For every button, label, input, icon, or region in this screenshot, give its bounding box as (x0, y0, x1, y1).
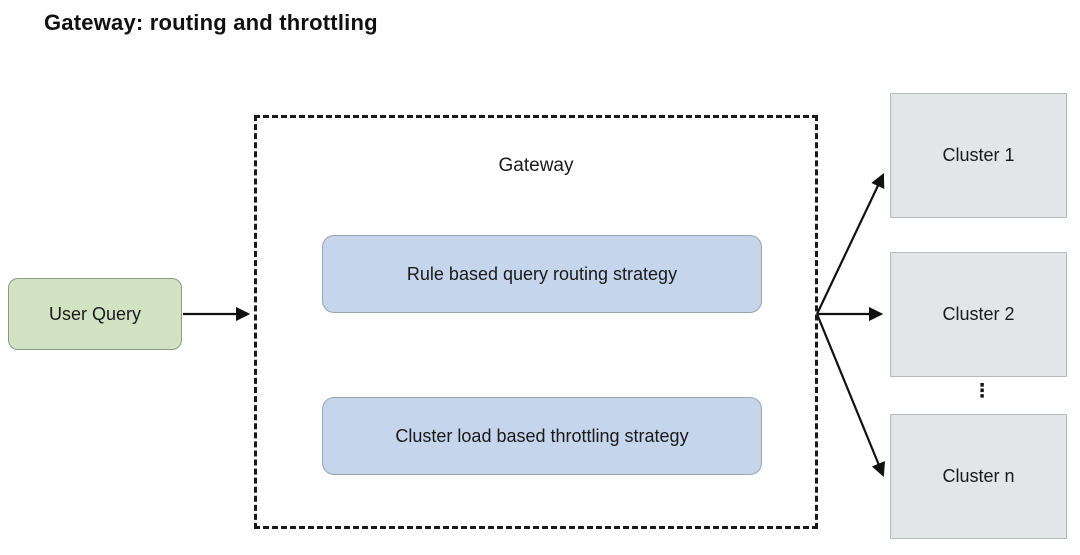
arrow-gateway-to-cluster-1 (816, 173, 885, 315)
cluster-1-label: Cluster 1 (942, 145, 1015, 165)
cluster-n-label: Cluster n (942, 466, 1015, 486)
user-query-box: User Query (8, 278, 182, 350)
cluster-2-label: Cluster 2 (942, 304, 1015, 324)
user-query-label: User Query (48, 303, 142, 324)
cluster-1-box: Cluster 1 (890, 93, 1067, 218)
cluster-2-box: Cluster 2 (890, 252, 1067, 377)
arrow-gateway-to-cluster-n (815, 313, 886, 477)
strategy-throttling-label: Cluster load based throttling strategy (395, 425, 689, 446)
gateway-label: Gateway (498, 155, 574, 176)
strategy-box-routing: Rule based query routing strategy (322, 235, 762, 313)
strategy-routing-label: Rule based query routing strategy (406, 263, 678, 284)
page-title: Gateway: routing and throttling (44, 10, 378, 35)
cluster-n-box: Cluster n (890, 414, 1067, 539)
cluster-ellipsis: ⋮ (972, 381, 992, 402)
gateway-box (254, 115, 818, 529)
strategy-box-throttling: Cluster load based throttling strategy (322, 397, 762, 475)
